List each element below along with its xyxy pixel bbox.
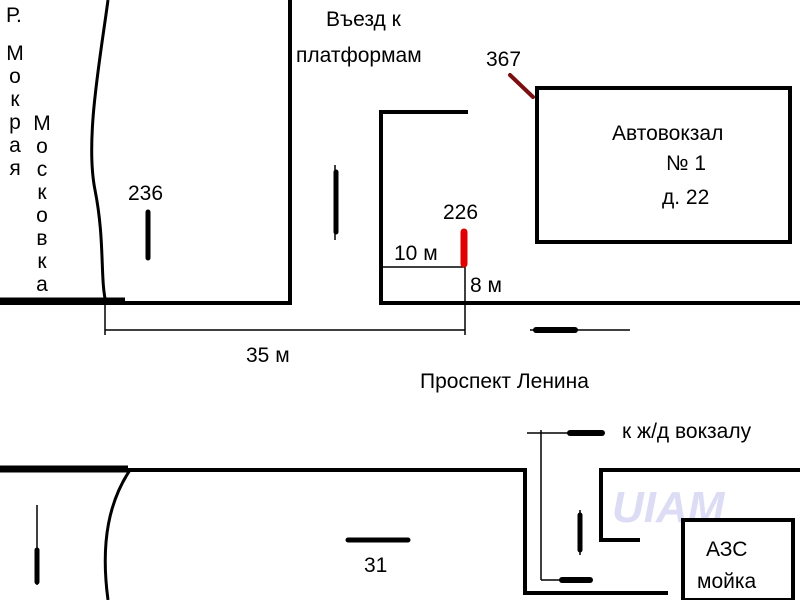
- stop-367-marker: [508, 73, 535, 99]
- river-name-1: Мокрая: [4, 42, 27, 180]
- watermark: UIAM: [612, 483, 726, 532]
- stop-226-label: 226: [443, 201, 478, 224]
- river-prefix: Р.: [6, 4, 22, 27]
- curb-bottom-right: [599, 468, 800, 542]
- gas-station-box: [681, 518, 795, 600]
- bus-station-label-3: д. 22: [662, 186, 709, 209]
- entrance-label-2: платформам: [296, 44, 422, 67]
- street-label: Проспект Ленина: [420, 370, 589, 393]
- curb-bottom-left: [0, 468, 668, 595]
- river-name-2: Московка: [31, 112, 54, 296]
- curb-top-right: [379, 110, 800, 305]
- gas-station-label-1: АЗС: [706, 538, 747, 561]
- bus-station-box: [535, 86, 792, 244]
- bus-station-label-2: № 1: [666, 152, 706, 175]
- stops: [34, 73, 605, 585]
- river-bank-top: [90, 0, 110, 304]
- dim-10-label: 10 м: [394, 242, 438, 265]
- stop-367-label: 367: [486, 48, 521, 71]
- entrance-label-1: Въезд к: [326, 8, 402, 31]
- dim-35-label: 35 м: [246, 344, 290, 367]
- bus-station-label-1: Автовокзал: [612, 122, 723, 145]
- river-bank-bottom: [103, 469, 132, 600]
- stop-31-label: 31: [364, 554, 387, 577]
- dim-8-label: 8 м: [470, 274, 502, 297]
- stop-236-label: 236: [128, 182, 163, 205]
- to-railway-label: к ж/д вокзалу: [622, 420, 752, 443]
- gas-station-label-2: мойка: [697, 570, 756, 593]
